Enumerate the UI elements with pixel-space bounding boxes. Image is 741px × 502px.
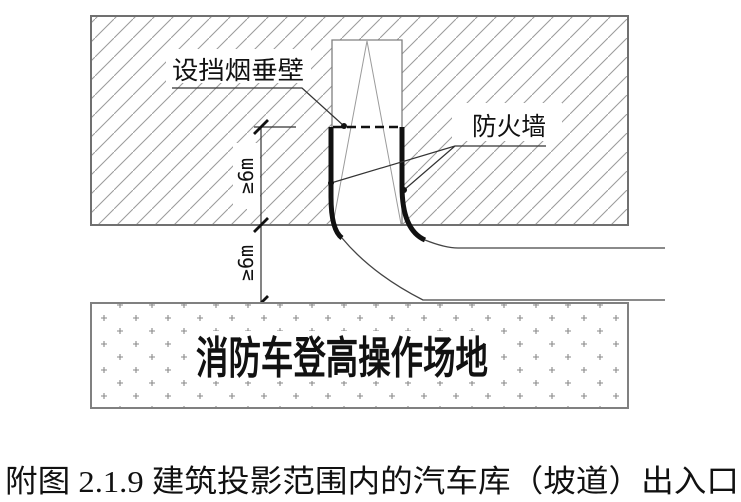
smoke-barrier-label-halo [166,49,311,83]
smoke-barrier-leader-dot [341,123,347,129]
firewall-left-wall [328,127,344,241]
smoke-barrier-leader [172,87,345,127]
ramp-slope-symbol [332,40,402,225]
road-edge-top [424,239,665,249]
operation-site-label: 消防车登高操作场地 [196,334,488,383]
smoke-barrier-label: 设挡烟垂壁 [172,57,304,85]
firewall-leaders [330,145,546,191]
ramp-opening [331,39,403,225]
firewall-right-wall [399,127,427,243]
firewall-leader-dot-right [401,187,407,193]
road-edge-bottom [341,237,665,301]
firewall-label-halo [452,103,562,141]
operation-site-label-halo [194,331,492,381]
dimension-upper-text: ≥6m [234,158,258,194]
dim-upper-halo [233,143,260,209]
firewall-leader-dot-left [328,180,334,186]
building-outline [90,15,629,226]
dimension-lower-text: ≥6m [234,245,258,281]
figure-caption: 附图 2.1.9 建筑投影范围内的汽车库（坡道）出入口 [5,464,739,499]
firewall-label: 防火墙 [472,113,546,141]
dim-lower-halo [233,230,260,296]
